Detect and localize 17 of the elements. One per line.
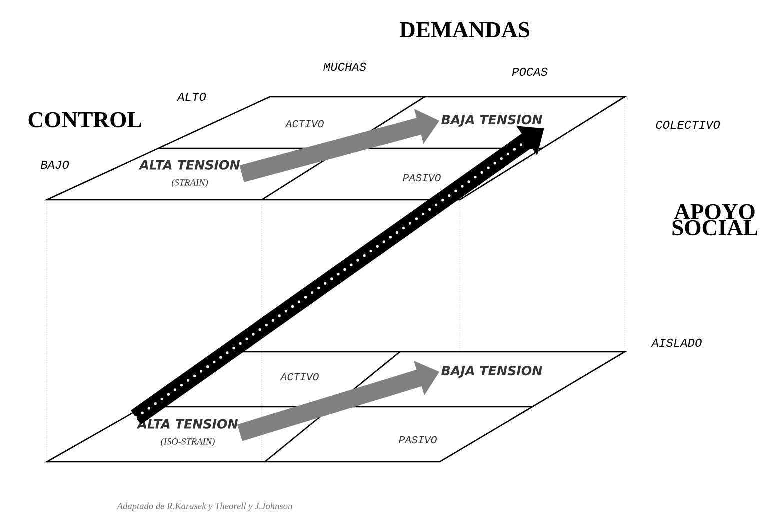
cell-label: ALTA TENSION (STRAIN): [138, 160, 240, 188]
cell-label: BAJA TENSION: [442, 115, 542, 127]
axis-label: POCAS: [512, 68, 548, 76]
axis-label: MUCHAS: [324, 62, 366, 72]
heading: APOYO SOCIAL: [672, 204, 758, 236]
heading: DEMANDAS: [400, 22, 530, 38]
axis-label: AISLADO: [651, 338, 702, 348]
heading: CONTROL: [28, 112, 142, 128]
cell-label: PASIVO: [403, 174, 441, 182]
cell-label: PASIVO: [399, 436, 437, 444]
caption: Adaptado de R.Karasek y Theorell y J.Johnson: [116, 502, 292, 512]
axis-label: BAJO: [40, 160, 70, 170]
axis-label: ALTO: [177, 92, 206, 102]
cell-label: ACTIVO: [285, 120, 324, 128]
axis-label: COLECTIVO: [656, 120, 720, 130]
cell-label: BAJA TENSION: [442, 366, 542, 378]
cell-label: ACTIVO: [280, 373, 319, 381]
